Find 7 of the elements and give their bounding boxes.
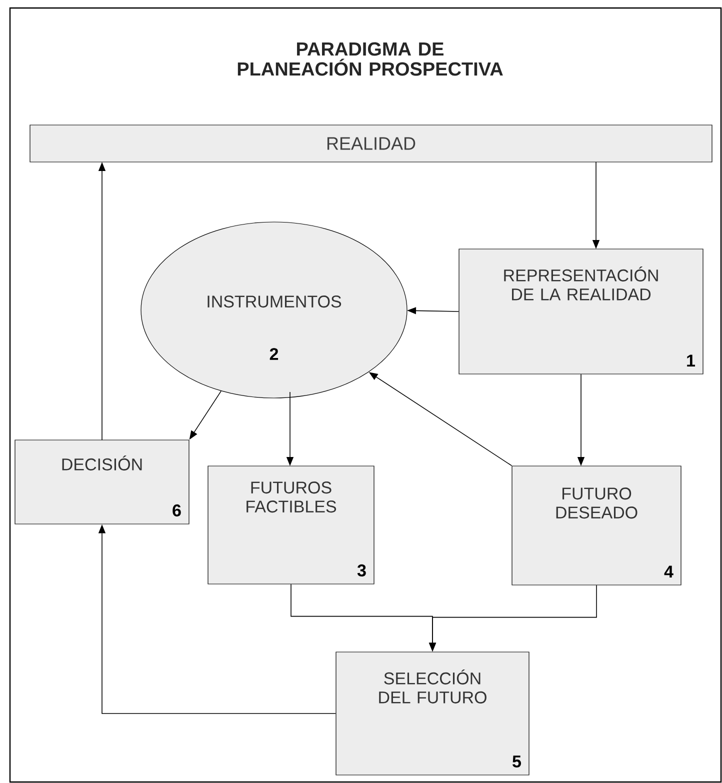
- process-box: SELECCIÓN DEL FUTURO 5: [336, 652, 530, 776]
- process-box: FUTUROS FACTIBLES 3: [208, 466, 374, 584]
- reality-band: REALIDAD: [30, 124, 712, 162]
- process-box: DECISIÓN 6: [14, 440, 190, 524]
- process-box: REPRESENTACIÓN DE LA REALIDAD 1: [458, 248, 704, 374]
- process-box: FUTURO DESEADO 4: [512, 466, 682, 586]
- title: PARADIGMA DE PLANEACIÓN PROSPECTIVA: [238, 42, 503, 76]
